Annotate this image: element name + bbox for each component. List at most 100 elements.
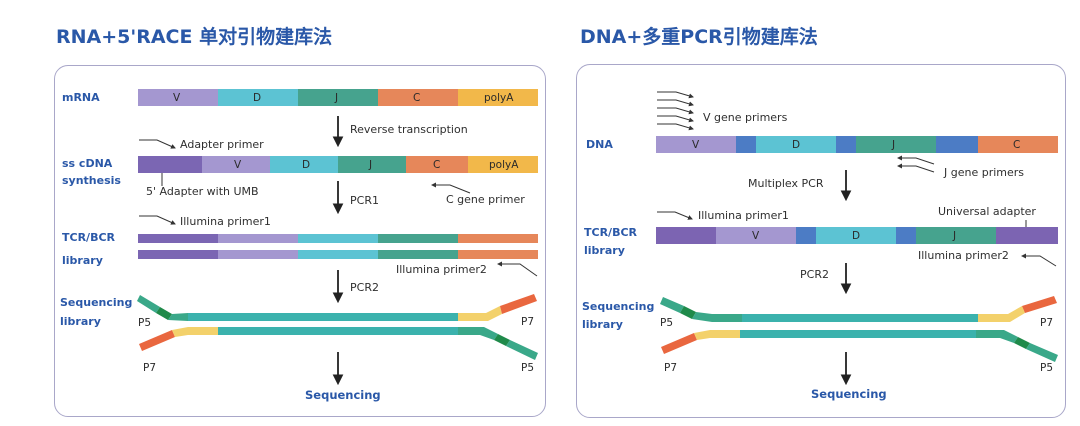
pcr2-label-left: PCR2: [350, 281, 379, 294]
sscdna-label-line2: synthesis: [62, 174, 121, 187]
seq-fragment: [742, 314, 978, 322]
library-segment-label: J: [952, 230, 956, 242]
illumina-primer1-label-left: Illumina primer1: [180, 215, 271, 228]
sequencing-library-left: [137, 294, 538, 360]
dna-label: DNA: [586, 138, 613, 151]
mrna-segment-label: C: [413, 92, 420, 104]
v-gene-primers-arrows: [657, 91, 694, 131]
sscdna-strand: V D J C polyA: [138, 156, 538, 173]
cdna-segment-label: D: [302, 159, 310, 171]
cdna-segment-label: polyA: [489, 159, 519, 171]
seq-fragment: [458, 327, 498, 340]
seq-fragment: [1014, 337, 1030, 349]
p7-end-label-right-top: P7: [1040, 317, 1053, 329]
mrna-segment-label: D: [253, 92, 261, 104]
seq-fragment: [694, 330, 740, 340]
v-gene-primers-label: V gene primers: [703, 111, 788, 124]
library-strand-top: [138, 234, 538, 243]
right-panel-title: DNA+多重PCR引物建库法: [580, 26, 818, 48]
dna-segment-gap: [736, 136, 756, 153]
library-segment: [458, 234, 538, 243]
adapter-primer-label: Adapter primer: [180, 138, 264, 151]
illumina-primer1-label-right: Illumina primer1: [698, 209, 789, 222]
seq-fragment: [137, 295, 160, 313]
library-segment: [138, 234, 218, 243]
c-gene-primer-label: C gene primer: [446, 193, 525, 206]
pcr1-label: PCR1: [350, 194, 379, 207]
c-gene-primer-arrow: [431, 182, 471, 194]
dna-segment-gap: [836, 136, 856, 153]
cdna-segment-d: [270, 156, 338, 173]
seq-fragment: [458, 306, 502, 321]
mrna-segment-label: V: [173, 92, 181, 104]
dna-segment-label: J: [891, 139, 895, 151]
p5-end-label-left-bottom: P5: [521, 362, 534, 374]
mrna-segment-label: J: [334, 92, 338, 104]
seq-fragment: [740, 330, 976, 338]
dna-segment-j: [856, 136, 936, 153]
reverse-transcription-label: Reverse transcription: [350, 123, 468, 136]
library-segment: [218, 250, 298, 259]
dna-segment-label: D: [792, 139, 800, 151]
p7-end-label-left-top: P7: [521, 316, 534, 328]
dna-segment-gap: [936, 136, 978, 153]
library-segment: [996, 227, 1058, 244]
mrna-segment-label: polyA: [484, 92, 514, 104]
dna-segment-c: [978, 136, 1058, 153]
seqlib-label-line1: Sequencing: [60, 296, 132, 309]
tcrbcr-label-line1: TCR/BCR: [62, 231, 116, 244]
cdna-segment-label: C: [433, 159, 440, 171]
left-panel-title: RNA+5'RACE 单对引物建库法: [56, 26, 333, 48]
library-segment: [896, 227, 916, 244]
p5-end-label-left-top: P5: [138, 317, 151, 329]
mrna-segment-d: [218, 89, 298, 106]
library-segment-label: V: [752, 230, 760, 242]
dna-segment-d: [756, 136, 836, 153]
p5-end-label-right-top: P5: [660, 317, 673, 329]
cdna-segment-c: [406, 156, 468, 173]
library-segment: [378, 250, 458, 259]
seq-fragment: [218, 327, 458, 335]
seq-fragment: [139, 330, 175, 351]
seq-fragment: [506, 340, 538, 360]
pcr2-label-right: PCR2: [800, 268, 829, 281]
seq-fragment: [976, 330, 1018, 343]
tcrbcr-label-right-line1: TCR/BCR: [584, 226, 638, 239]
illumina-primer2-label-right: Illumina primer2: [918, 249, 1009, 262]
cdna-segment-label: V: [234, 159, 242, 171]
library-segment: [816, 227, 896, 244]
j-gene-primers-label: J gene primers: [943, 166, 1024, 179]
cdna-segment-label: J: [368, 159, 372, 171]
sequencing-label-right: Sequencing: [811, 387, 887, 401]
library-segment: [298, 250, 378, 259]
tcrbcr-label-right-line2: library: [584, 244, 625, 257]
j-gene-primers-arrows: [897, 155, 935, 173]
mrna-segment-j: [298, 89, 378, 106]
seq-fragment: [172, 327, 218, 337]
illumina-primer1-arrow-left: [139, 215, 176, 225]
library-segment: [716, 227, 796, 244]
seq-fragment: [978, 306, 1025, 322]
cdna-segment-j: [338, 156, 406, 173]
seq-fragment: [500, 294, 537, 314]
illumina-primer2-arrow-right: [1021, 253, 1057, 267]
cdna-adapter-segment: [138, 156, 202, 173]
library-strand-bottom: [138, 250, 538, 259]
library-segment: [138, 250, 218, 259]
mrna-strand: V D J C polyA: [138, 89, 538, 106]
seq-fragment: [1022, 296, 1057, 313]
library-segment: [656, 227, 716, 244]
illumina-primer1-arrow-right: [657, 211, 693, 220]
seqlib-label-right-line2: library: [582, 318, 623, 331]
seqlib-label-line2: library: [60, 315, 101, 328]
mrna-segment-c: [378, 89, 458, 106]
seq-fragment: [168, 313, 188, 321]
universal-adapter-label: Universal adapter: [938, 205, 1036, 218]
mrna-label: mRNA: [62, 91, 100, 104]
p5-end-label-right-bottom: P5: [1040, 362, 1053, 374]
p7-end-label-right-bottom: P7: [664, 362, 677, 374]
seq-fragment: [1026, 343, 1058, 362]
library-segment: [378, 234, 458, 243]
multiplex-pcr-label: Multiplex PCR: [748, 177, 824, 190]
